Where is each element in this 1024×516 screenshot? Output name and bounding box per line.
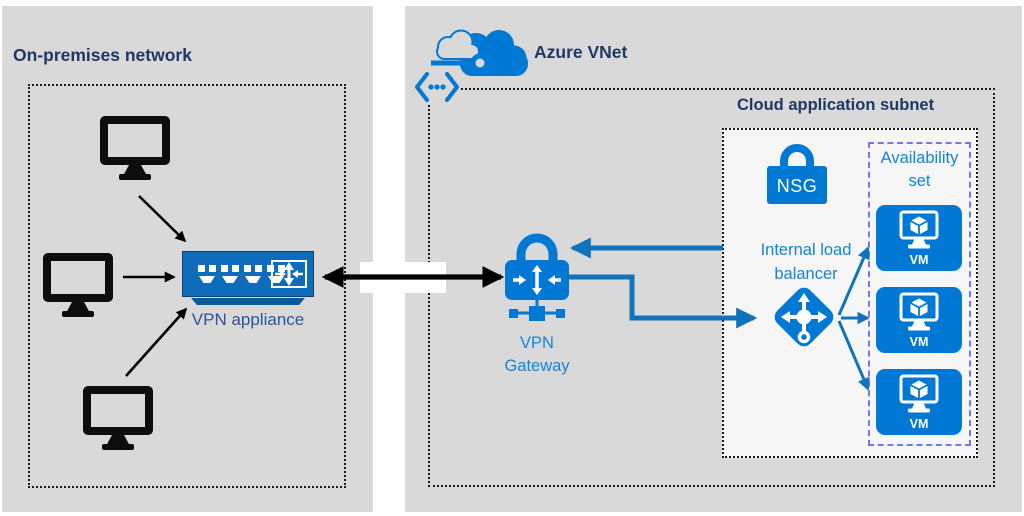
workstation-icon: [99, 115, 171, 181]
gateway-arrows-glyph-icon: [513, 265, 561, 295]
azure-vnet-title: Azure VNet: [534, 42, 628, 62]
appliance-router-glyph-icon: [271, 260, 307, 288]
vpn-gateway-icon: [505, 233, 569, 321]
workstation-icon: [82, 385, 154, 451]
vpn-appliance-icon: [182, 251, 314, 305]
vm-label: VM: [910, 417, 929, 431]
load-balancer-label: Internal load balancer: [760, 241, 852, 283]
nsg-label: NSG: [777, 176, 818, 196]
vnet-icon: [413, 70, 461, 104]
workstation-icon: [42, 252, 114, 318]
vpn-appliance-label: VPN appliance: [191, 310, 305, 329]
vm-icon: VM: [876, 369, 962, 435]
azure-cloud-icon: [431, 29, 528, 76]
nsg-icon: NSG: [767, 144, 827, 204]
vm-icon: VM: [876, 287, 962, 353]
small-cloud-outline: [436, 29, 480, 60]
vpn-gateway-label: VPN Gateway: [504, 334, 570, 375]
availability-set-label: Availability set: [880, 149, 959, 190]
vm-icon: VM: [876, 205, 962, 271]
vm-label: VM: [910, 335, 929, 349]
vm-label: VM: [910, 253, 929, 267]
load-balancer-icon: [774, 287, 834, 347]
subnet-title: Cloud application subnet: [737, 96, 935, 114]
on-premises-title: On-premises network: [13, 45, 192, 65]
